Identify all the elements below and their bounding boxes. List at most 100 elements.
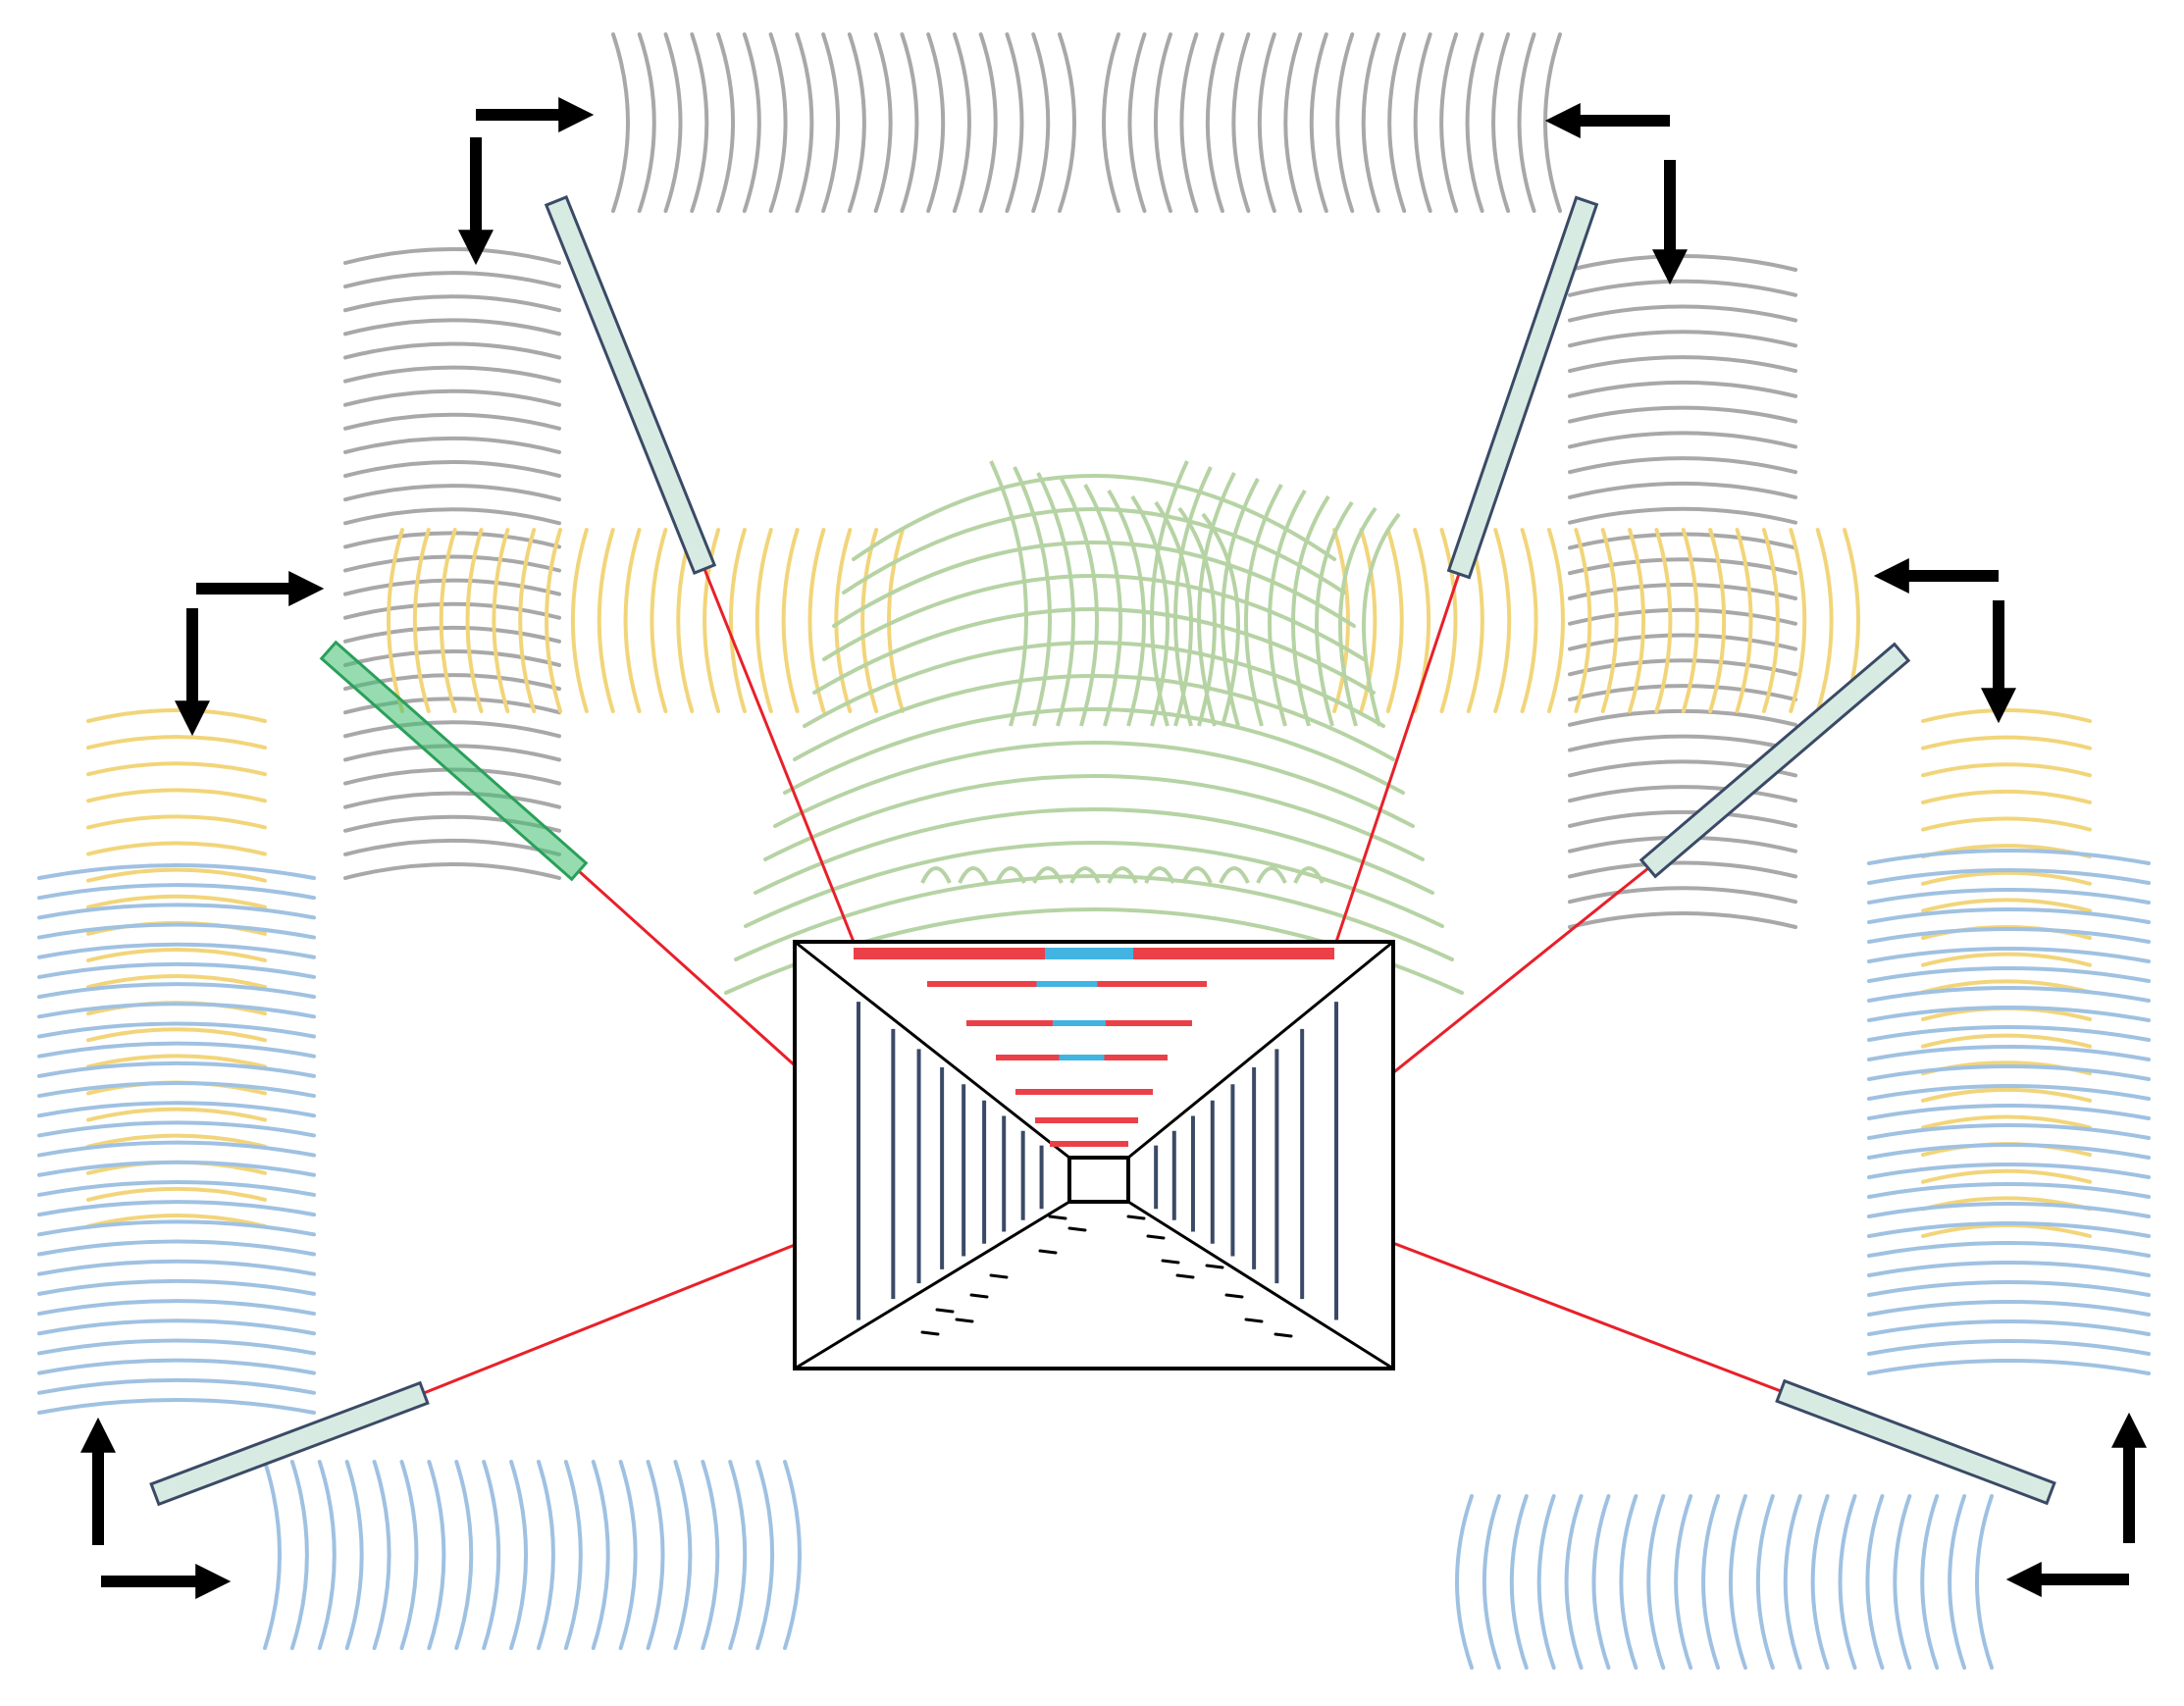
upper-left-gray-wave-arc — [343, 862, 561, 880]
floor-mark — [1126, 1215, 1146, 1220]
laser-beam — [423, 1219, 855, 1395]
top-right-gray-wave-arc — [1543, 32, 1562, 213]
mid-right-yellow-wave-arc — [1385, 528, 1404, 713]
green-arc — [1036, 472, 1075, 727]
left-blue-wave-arc — [37, 1101, 316, 1118]
right-yellow-wave-arc — [1921, 816, 2092, 832]
green-arc — [1154, 500, 1193, 727]
floor-mark — [1048, 1215, 1067, 1220]
upper-left-gray-wave-arc — [343, 649, 561, 667]
upper-left-gray-wave-arc — [343, 484, 561, 502]
upper-left-gray-wave-arc — [343, 271, 561, 289]
top-right-gray-wave-arc — [1231, 32, 1251, 213]
left-blue-wave-arc — [37, 1140, 316, 1158]
green-arc — [920, 866, 952, 884]
right-blue-wave-arc — [1867, 907, 2151, 924]
upper-left-gray-wave-arc — [343, 720, 561, 739]
bottom-left-blue-wave-arc — [728, 1460, 748, 1650]
left-blue-wave-arc — [37, 961, 316, 979]
upper-right-gray-wave-arc — [1568, 734, 1797, 752]
mid-left-yellow-wave-arc — [650, 528, 668, 713]
green-arc — [842, 507, 1346, 595]
left-blue-wave-arc — [37, 1041, 316, 1059]
bottom-right-blue-wave-arc — [1455, 1494, 1474, 1670]
green-arc — [1219, 866, 1250, 884]
top-right-gray-wave-arc — [1283, 32, 1303, 213]
tunnel-edge — [1127, 1200, 1394, 1370]
upper-right-gray-wave-arc — [1568, 583, 1797, 600]
sensor-bar-icon — [1638, 642, 1911, 879]
bottom-right-blue-wave-arc — [1975, 1494, 1994, 1670]
top-left-gray-wave-arc — [768, 32, 788, 213]
upper-left-gray-wave-arc — [343, 507, 561, 526]
left-yellow-wave-arc — [86, 788, 267, 803]
right-blue-wave-arc — [1867, 1319, 2151, 1336]
green-arc — [1107, 866, 1138, 884]
bottom-right-blue-wave-arc — [1893, 1494, 1912, 1670]
left-yellow-wave-arc — [86, 1214, 267, 1228]
bottom-left-blue-wave-arc — [454, 1460, 474, 1650]
upper-right-gray-wave-arc — [1568, 809, 1797, 828]
left-yellow-wave-arc — [86, 867, 267, 883]
mid-left-yellow-wave-arc — [860, 528, 879, 713]
upper-left-gray-wave-arc — [343, 625, 561, 644]
green-arc — [1177, 506, 1217, 727]
floor-mark — [1224, 1293, 1244, 1299]
top-left-gray-wave-arc — [926, 32, 946, 213]
top-right-gray-wave-arc — [1309, 32, 1328, 213]
upper-right-gray-wave-arc — [1568, 330, 1797, 348]
floor-mark — [1205, 1264, 1224, 1269]
top-right-gray-wave-arc — [1205, 32, 1224, 213]
green-arc — [754, 807, 1434, 895]
left-blue-wave-arc — [37, 863, 316, 880]
wave-fronts — [37, 32, 2151, 1670]
green-arc — [1069, 866, 1101, 884]
top-right-gray-wave-arc — [1465, 32, 1484, 213]
right-blue-wave-arc — [1867, 1163, 2151, 1179]
mid-left-yellow-wave-arc — [597, 528, 615, 713]
left-blue-wave-arc — [37, 1180, 316, 1197]
green-arc — [995, 866, 1026, 884]
green-arc — [783, 707, 1405, 795]
left-blue-wave-arc — [37, 1358, 316, 1375]
bottom-right-blue-wave-arc — [1701, 1494, 1721, 1670]
green-arc — [1107, 489, 1146, 727]
bottom-left-blue-wave-arc — [372, 1460, 391, 1650]
bottom-left-blue-wave-arc — [673, 1460, 693, 1650]
upper-right-gray-wave-arc — [1568, 456, 1797, 475]
right-blue-wave-arc — [1867, 1064, 2151, 1081]
left-yellow-wave-arc — [86, 1133, 267, 1149]
upper-right-gray-wave-arc — [1568, 684, 1797, 702]
upper-left-gray-wave-arc — [343, 318, 561, 336]
upper-left-gray-wave-arc — [343, 294, 561, 313]
left-blue-wave-arc — [37, 1278, 316, 1296]
left-blue-wave-arc — [37, 1398, 316, 1415]
mid-left-yellow-wave — [387, 528, 905, 713]
bottom-right-blue-wave-arc — [1509, 1494, 1529, 1670]
green-arc — [1293, 866, 1325, 884]
upper-right-gray-wave-arc — [1568, 355, 1797, 374]
left-yellow-wave-arc — [86, 735, 267, 750]
right-yellow-wave-arc — [1921, 1114, 2092, 1130]
bottom-right-blue-wave — [1455, 1494, 1994, 1670]
right-blue-wave-arc — [1867, 927, 2151, 944]
right-blue-wave-arc — [1867, 1339, 2151, 1356]
top-left-gray-wave-arc — [1005, 32, 1024, 213]
upper-right-gray-wave-arc — [1568, 304, 1797, 323]
mid-right-yellow-wave-arc — [1789, 528, 1807, 713]
upper-right-gray-wave-arc — [1568, 785, 1797, 803]
upper-right-gray-wave-arc — [1568, 405, 1797, 424]
bottom-left-blue-wave-arc — [509, 1460, 528, 1650]
mid-left-yellow-wave-arc — [387, 528, 404, 713]
upper-right-gray-wave-arc — [1568, 431, 1797, 449]
sensor-bar-body — [1775, 1378, 2056, 1506]
bottom-right-blue-wave-arc — [1591, 1494, 1611, 1670]
top-left-gray-wave-arc — [716, 32, 736, 213]
bottom-right-blue-wave-arc — [1564, 1494, 1584, 1670]
left-blue-wave-arc — [37, 1299, 316, 1317]
upper-left-gray-wave-arc — [343, 341, 561, 360]
bottom-left-blue-wave-arc — [783, 1460, 802, 1650]
right-blue-wave-arc — [1867, 1143, 2151, 1160]
right-blue-wave-arc — [1867, 849, 2151, 865]
